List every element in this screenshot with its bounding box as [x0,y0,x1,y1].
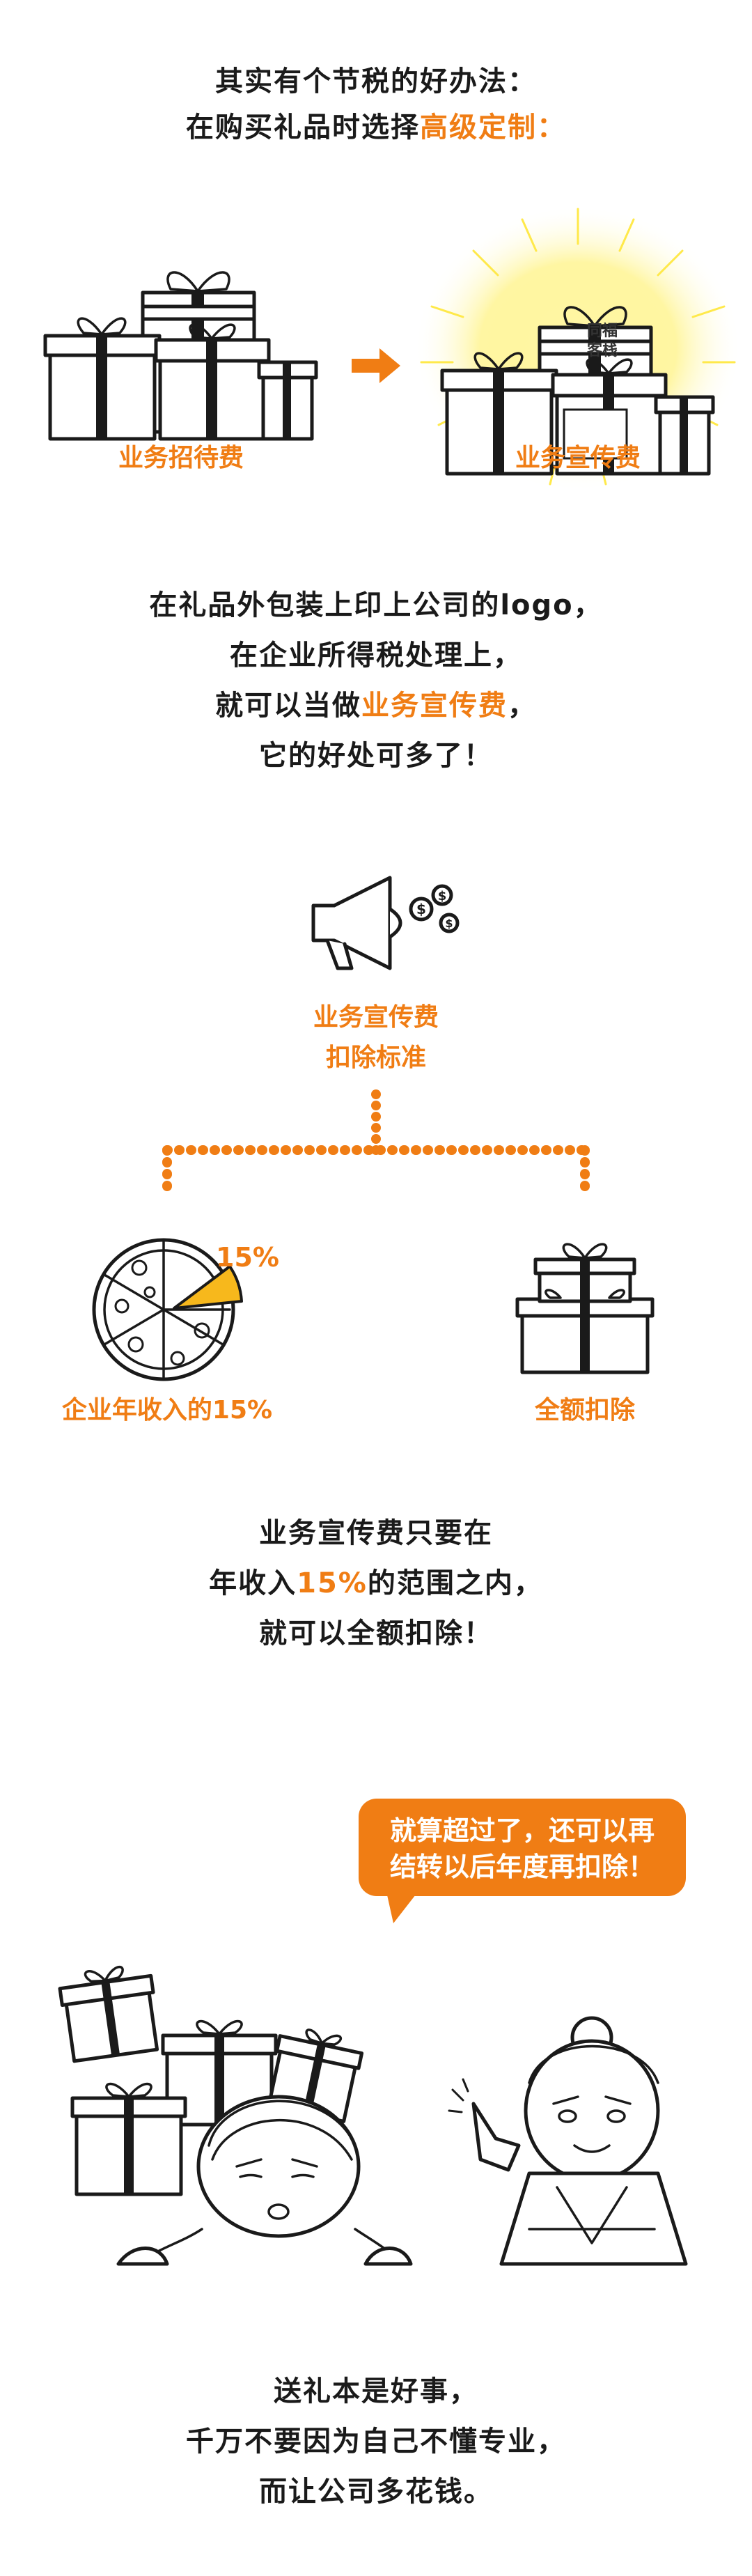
standard-title: 业务宣传费 扣除标准 [237,998,515,1078]
rule-highlight: 15% [297,1567,368,1599]
gift-stack-icon [515,1243,655,1374]
speech-bubble-tail [386,1892,418,1923]
rule-line-2-text: 年收入 [209,1567,297,1599]
standard-title-line-1: 业务宣传费 [313,1003,439,1032]
explain-line-1: 在礼品外包装上印上公司的logo， [149,589,603,621]
standard-title-line-2: 扣除标准 [325,1043,426,1072]
explain-line-4: 它的好处可多了！ [259,740,493,772]
speech-line-1: 就算超过了，还可以再 [389,1815,655,1846]
gift-left-label: 业务招待费 [118,444,244,472]
pizza-chart-icon [92,1238,243,1381]
gift-pile-left [43,271,318,441]
intro-line-2-text: 在购买礼品时选择 [186,111,420,143]
explain-line-3: 就可以当做业务宣传费， [0,683,752,729]
intro-line-2: 在购买礼品时选择高级定制： [0,104,752,150]
gift-pile-right [414,205,742,491]
rule-line-1: 业务宣传费只要在 [259,1517,493,1549]
explain-line-3-text: 就可以当做 [215,690,361,722]
dotted-connector [162,1089,590,1193]
explain-line-3-suffix: ， [508,690,537,722]
svg-text:$: $ [438,889,447,903]
percent-label: 15% [216,1242,279,1273]
intro-highlight: 高级定制： [420,111,566,143]
rule-line-3: 就可以全额扣除！ [259,1617,493,1650]
speech-line-2: 结转以后年度再扣除！ [389,1852,655,1882]
megaphone-icon: $ $ $ [311,876,460,970]
standard-right-label: 全额扣除 [534,1396,635,1425]
svg-text:$: $ [416,901,426,917]
stamp-line-1: 同福 [586,323,618,340]
svg-text:$: $ [445,917,453,930]
cartoon-scene [58,1966,688,2266]
closing-line-1: 送礼本是好事， [274,2375,478,2407]
closing-line-3: 而让公司多花钱。 [259,2476,493,2508]
logo-stamp: 同福 客栈 [571,322,634,361]
arrow-right-icon [352,348,400,383]
gift-right-label: 业务宣传费 [515,444,641,472]
rule-line-2-suffix: 的范围之内， [367,1567,543,1599]
stamp-line-2: 客栈 [586,342,618,359]
speech-bubble: 就算超过了，还可以再 结转以后年度再扣除！ [359,1799,686,1896]
explain-highlight: 业务宣传费 [361,690,508,722]
standard-left-label: 企业年收入的15% [61,1396,273,1425]
explain-line-2: 在企业所得税处理上， [230,639,522,672]
intro-line-1: 其实有个节税的好办法： [215,65,537,98]
closing-line-2: 千万不要因为自己不懂专业， [186,2426,566,2458]
rule-line-2: 年收入15%的范围之内， [0,1560,752,1606]
